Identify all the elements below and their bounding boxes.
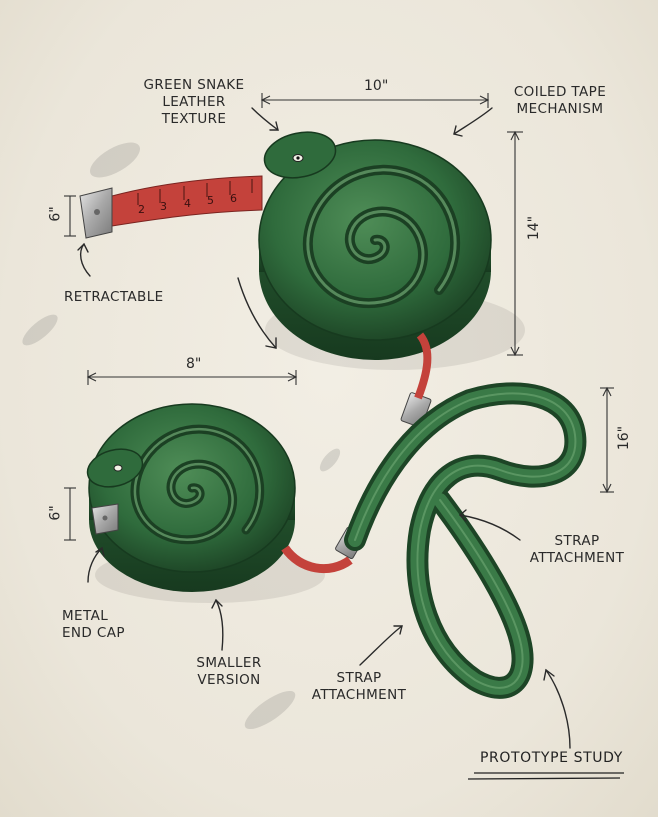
tape-number-2: 2 [138, 203, 145, 216]
extended-tape-top [79, 175, 263, 239]
tape-number-6: 6 [230, 192, 237, 205]
small-tape-measure [86, 403, 365, 603]
label-green-snake-texture: GREEN SNAKE LEATHER TEXTURE [143, 77, 245, 127]
label-prototype-study: PROTOTYPE STUDY [480, 750, 623, 766]
tape-number-5: 5 [207, 194, 214, 207]
title-underline [467, 772, 624, 780]
label-metal-end-cap: METAL END CAP [62, 608, 125, 641]
label-retractable: RETRACTABLE [64, 289, 164, 305]
large-tape-measure [258, 131, 525, 428]
strap [344, 382, 587, 699]
dimension-top-tape: 6" [47, 206, 64, 222]
dimension-lines [64, 93, 614, 541]
label-coiled-tape-mechanism: COILED TAPE MECHANISM [513, 84, 607, 117]
dimension-strap-height: 16" [616, 425, 633, 451]
pointer-arrows [77, 107, 571, 749]
dimension-small-width: 8" [186, 356, 202, 372]
dimension-top-height: 14" [526, 215, 543, 241]
tape-number-4: 4 [184, 197, 191, 210]
dimension-small-height: 6" [47, 505, 64, 521]
label-strap-attachment-bottom: STRAP ATTACHMENT [311, 670, 407, 703]
paper-smudges [22, 142, 341, 730]
tape-number-3: 3 [160, 200, 167, 213]
label-strap-attachment-right: STRAP ATTACHMENT [529, 533, 625, 566]
dimension-top-width: 10" [364, 78, 389, 94]
label-smaller-version: SMALLER VERSION [196, 655, 262, 688]
